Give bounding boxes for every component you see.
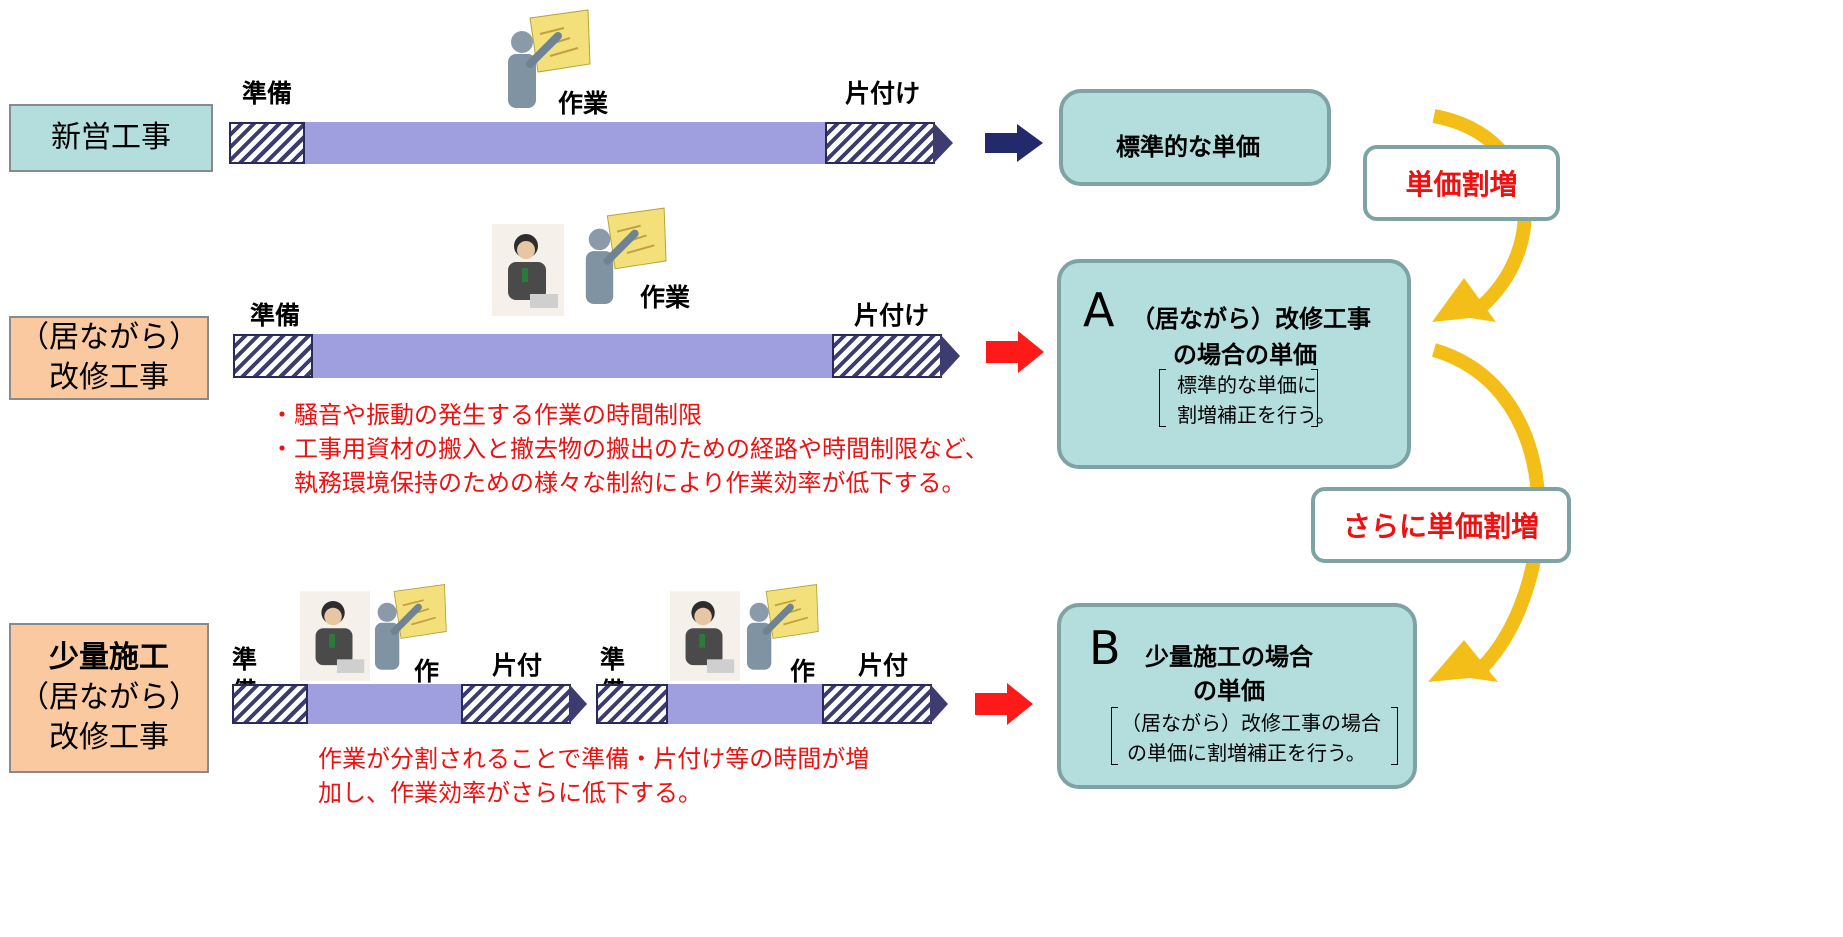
row2-label-line2: 改修工事 — [49, 360, 169, 395]
row3-cleanup1-tip — [569, 684, 587, 724]
row2-label-line1: （居ながら） — [19, 320, 199, 355]
row1-work-bar — [300, 122, 830, 164]
worker-icon — [746, 584, 819, 670]
row1-prep-bar — [229, 122, 305, 164]
result-b-note1: （居ながら）改修工事の場合 — [1121, 711, 1381, 735]
result-a-bracket-left — [1159, 369, 1166, 427]
row3-label-line3: 改修工事 — [49, 720, 169, 755]
phone-person-icon — [300, 591, 370, 681]
phone-person-icon — [670, 591, 740, 681]
row2-prep-label: 準備 — [250, 301, 301, 330]
increment-second-label: さらに単価割増 — [1311, 487, 1571, 563]
row3-label-box: 少量施工 （居ながら） 改修工事 — [9, 623, 209, 773]
row1-cleanup-bar — [825, 122, 935, 164]
row2-cleanup-label: 片付け — [854, 301, 930, 330]
row3-label-line2: （居ながら） — [19, 680, 199, 715]
result-a-title1: （居ながら）改修工事 — [1131, 305, 1371, 333]
result-a-letter: A — [1083, 283, 1115, 337]
row3-work2-bar — [664, 684, 826, 724]
result-b-bracket-right — [1391, 707, 1398, 765]
result-b-box: B 少量施工の場合 の単価 （居ながら）改修工事の場合 の単価に割増補正を行う。 — [1057, 603, 1417, 789]
arrow-row1 — [985, 124, 1043, 162]
row1-cleanup-label: 片付け — [845, 79, 921, 108]
row1-work-label: 作業 — [558, 89, 609, 118]
worker-icon — [374, 584, 447, 670]
row2-work-bar — [305, 334, 835, 378]
result-a-note2: 割増補正を行う。 — [1177, 403, 1336, 427]
phone-person-icon — [492, 224, 564, 316]
row1-label-box: 新営工事 — [9, 104, 213, 172]
row3-prep1-bar — [232, 684, 308, 724]
row2-prep-bar — [233, 334, 313, 378]
row3-label-line1: 少量施工 — [49, 640, 169, 675]
result-b-title2: の単価 — [1193, 677, 1265, 705]
row3-note-line1: 作業が分割されることで準備・片付け等の時間が増 — [318, 745, 870, 773]
row1-label: 新営工事 — [51, 120, 171, 155]
standard-price-title: 標準的な単価 — [1116, 133, 1260, 161]
row2-note-line1: ・騒音や振動の発生する作業の時間制限 — [270, 401, 702, 429]
row3-work1-label: 作 — [414, 657, 440, 686]
row3-cleanup2-bar — [822, 684, 932, 724]
standard-price-box: 標準的な単価 — [1059, 89, 1331, 186]
row1-cleanup-tip — [933, 122, 953, 164]
result-a-note1: 標準的な単価に — [1177, 373, 1317, 397]
worker-icon — [508, 9, 591, 108]
row3-cleanup1-bar — [461, 684, 571, 724]
row3-work2-label: 作 — [790, 657, 816, 686]
row2-cleanup-bar — [832, 334, 942, 378]
result-b-letter: B — [1089, 621, 1121, 675]
row2-label-box: （居ながら） 改修工事 — [9, 316, 209, 400]
row3-cleanup2-label: 片付 — [858, 651, 909, 680]
result-a-box: A （居ながら）改修工事 の場合の単価 標準的な単価に 割増補正を行う。 — [1057, 259, 1411, 469]
row1-prep-label: 準備 — [242, 79, 293, 108]
result-b-note2: の単価に割増補正を行う。 — [1127, 741, 1366, 765]
row2-note-line3: 執務環境保持のための様々な制約により作業効率が低下する。 — [270, 469, 966, 497]
result-a-title2: の場合の単価 — [1173, 341, 1317, 369]
row3-cleanup1-label: 片付 — [492, 651, 543, 680]
row3-work1-bar — [305, 684, 465, 724]
row3-note-line2: 加し、作業効率がさらに低下する。 — [318, 779, 702, 807]
worker-icon — [585, 207, 667, 304]
increment-first-label: 単価割増 — [1363, 145, 1560, 221]
result-b-bracket-left — [1111, 707, 1118, 765]
row2-note-line2: ・工事用資材の搬入と撤去物の搬出のための経路や時間制限など、 — [270, 435, 989, 463]
curve-arrow-upper — [1432, 109, 1532, 322]
row3-cleanup2-tip — [930, 684, 948, 724]
row2-cleanup-tip — [940, 334, 960, 378]
arrow-row3 — [975, 683, 1033, 725]
arrow-row2 — [986, 331, 1044, 373]
row2-work-label: 作業 — [640, 283, 691, 312]
result-b-title1: 少量施工の場合 — [1145, 643, 1313, 671]
result-a-bracket-right — [1311, 369, 1318, 427]
row3-prep2-bar — [596, 684, 668, 724]
